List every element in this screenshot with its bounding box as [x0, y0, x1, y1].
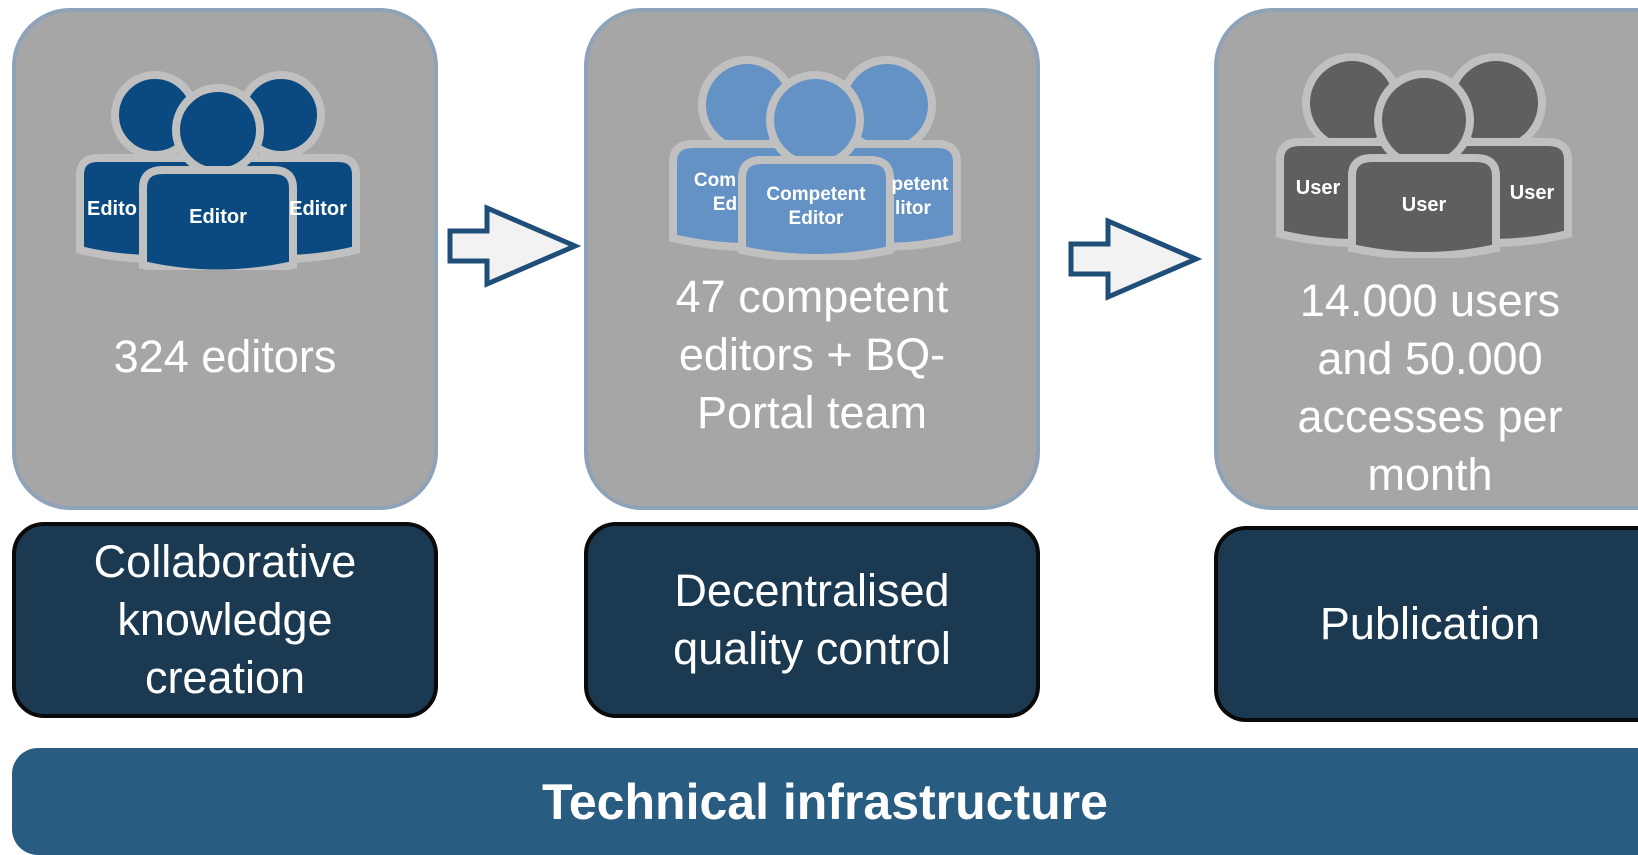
- user-icon-label-left: User: [1296, 177, 1341, 199]
- stage-decentralised-quality-control: Decentralised quality control: [584, 522, 1040, 718]
- user-icon-label-right: User: [1510, 182, 1555, 204]
- technical-infrastructure-bar: Technical infrastructure: [12, 748, 1638, 855]
- user-group-icon: User User User: [1276, 53, 1572, 258]
- editor-icon-label-left: Edito: [87, 198, 137, 220]
- technical-infrastructure-label: Technical infrastructure: [542, 773, 1108, 830]
- competent-editors-count: 47 competent editors + BQ- Portal team: [675, 271, 949, 438]
- editor-icon-label-right: Editor: [289, 198, 347, 220]
- users-card: User User User 14.000 users and 50.000 a…: [1214, 8, 1638, 510]
- stage-collaborative-knowledge-creation: Collaborative knowledge creation: [12, 522, 438, 718]
- editor-group-icon: Edito Editor Editor: [76, 71, 360, 270]
- users-count: 14.000 users and 50.000 accesses per mon…: [1297, 275, 1563, 500]
- flow-arrow-icon: [1068, 217, 1202, 301]
- user-icon-label-center: User: [1402, 194, 1447, 216]
- flow-arrow-icon: [447, 204, 581, 288]
- editors-card: Edito Editor Editor 324 editors: [12, 8, 438, 510]
- editors-count: 324 editors: [113, 331, 337, 382]
- stage-publication: Publication: [1214, 526, 1638, 722]
- editor-icon-label-center: Editor: [189, 206, 247, 228]
